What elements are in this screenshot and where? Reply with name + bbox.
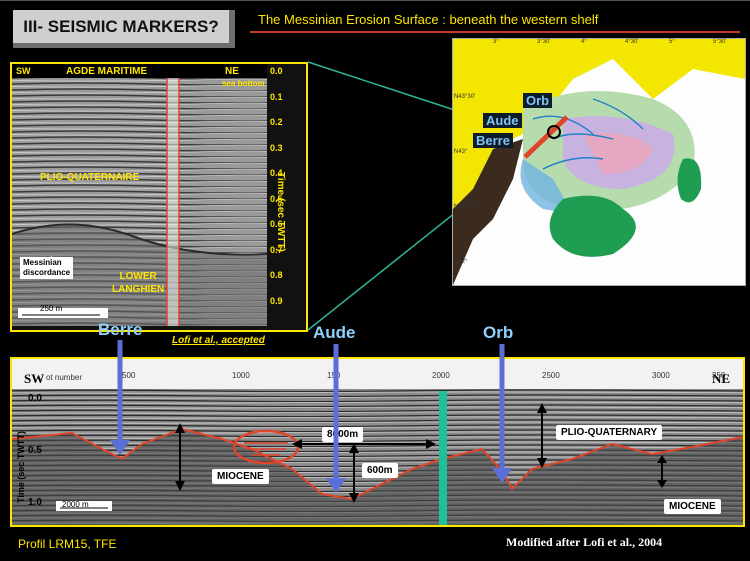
left-sw-label: SW: [16, 66, 31, 76]
seismic-left-image: [12, 64, 268, 326]
map-lon-tick: 3°: [493, 39, 499, 45]
map-lat-tick: N43°30': [454, 94, 476, 100]
map-lat-tick: N42°: [454, 259, 468, 265]
lower-label-line-1: LOWER: [119, 271, 157, 282]
map-lon-tick: 4°30': [625, 39, 639, 45]
left-place-label: AGDE MARITIME: [66, 66, 148, 77]
map-image: [453, 39, 745, 285]
bottom-x-tick: 3000: [652, 371, 670, 380]
messinian-discordance-label: Messinian discordance: [20, 257, 74, 279]
citation-link[interactable]: Lofi et al., accepted: [172, 335, 265, 346]
arrow-label-berre: Berre: [98, 320, 143, 339]
lower-langhien-label: LOWER LANGHIEN: [112, 270, 164, 296]
bottom-x-tick: 350: [712, 371, 726, 380]
arrow-label-aude: Aude: [313, 323, 356, 342]
bottom-scale-label: 2000 m: [62, 500, 89, 509]
left-sea-bottom-label: sea bottom: [222, 79, 265, 88]
lower-label-line-2: LANGHIEN: [112, 284, 165, 295]
bottom-y-tick: 1.0: [28, 497, 42, 508]
map-label-orb: Orb: [523, 93, 553, 108]
left-time-tick: 0.4: [270, 168, 283, 178]
top-border: [0, 0, 750, 1]
messinian-label-line-2: discordance: [23, 268, 71, 277]
left-time-tick: 0.7: [270, 244, 283, 255]
left-time-tick: 0.9: [270, 295, 283, 306]
slide-title: III- SEISMIC MARKERS?: [13, 10, 235, 48]
left-time-tick: 0.5: [270, 193, 283, 204]
width-8000m-label: 8000m: [322, 427, 364, 442]
map-label-berre: Berre: [473, 133, 513, 148]
bottom-y-tick: 0.0: [28, 393, 42, 404]
bottom-y-tick: 0.5: [28, 445, 42, 456]
left-time-tick: 0.1: [270, 91, 283, 102]
left-time-axis-label: Time (sec TWTT): [275, 172, 286, 252]
map-label-aude: Aude: [483, 113, 522, 128]
seismic-profile-bottom: SW ot number NE 500100015020002500300035…: [10, 357, 745, 527]
left-time-tick: 0.2: [270, 117, 283, 127]
bottom-sw-label: SW: [24, 371, 45, 386]
bottom-x-tick: 500: [122, 371, 136, 380]
map-lon-tick: 4°: [581, 39, 587, 45]
arrow-label-orb: Orb: [483, 323, 514, 342]
title-underline: [250, 31, 740, 33]
seismic-profile-left: SW AGDE MARITIME NE sea bottom 0.0 0.1 0.2…: [10, 62, 308, 332]
depth-600m-label: 600m: [362, 463, 398, 478]
left-time-tick: 0.6: [270, 219, 283, 229]
left-time-tick: 0.3: [270, 142, 283, 153]
left-ne-label: NE: [225, 66, 239, 77]
left-time-tick: 0.0: [270, 66, 283, 76]
map-lat-tick: N43°: [454, 149, 468, 155]
miocene-left-label: MIOCENE: [212, 469, 269, 484]
bottom-x-tick: 1000: [232, 371, 250, 380]
footer-credit: Modified after Lofi et al., 2004: [506, 535, 663, 549]
slide-subtitle: The Messinian Erosion Surface : beneath …: [258, 12, 599, 27]
left-time-tick: 0.8: [270, 270, 283, 280]
bottom-x-tick: 2000: [432, 371, 450, 380]
plio-quaternaire-label: PLIO-QUATERNAIRE: [40, 172, 140, 183]
bottom-ne-label: NE: [712, 371, 731, 386]
left-scale-label: 250 m: [40, 304, 63, 313]
footer-profile-label: Profil LRM15, TFE: [18, 537, 117, 551]
messinian-label-line-1: Messinian: [23, 258, 62, 267]
map-lon-tick: 5°30': [713, 39, 727, 45]
location-map: Orb Aude Berre 3° 3°30' 4° 4°30' 5° 5°30' N43…: [452, 38, 746, 286]
bottom-x-tick: 2500: [542, 371, 560, 380]
map-lon-tick: 3°30': [537, 39, 551, 45]
map-lon-tick: 5°: [669, 39, 675, 45]
miocene-right-label: MIOCENE: [664, 499, 721, 514]
map-lat-tick: N42°30': [454, 204, 476, 210]
slide-title-text: III- SEISMIC MARKERS?: [23, 16, 219, 36]
bottom-shot-label: ot number: [46, 373, 83, 382]
seismic-bottom-image: [12, 359, 743, 525]
plio-quaternary-label: PLIO-QUATERNARY: [556, 425, 663, 440]
